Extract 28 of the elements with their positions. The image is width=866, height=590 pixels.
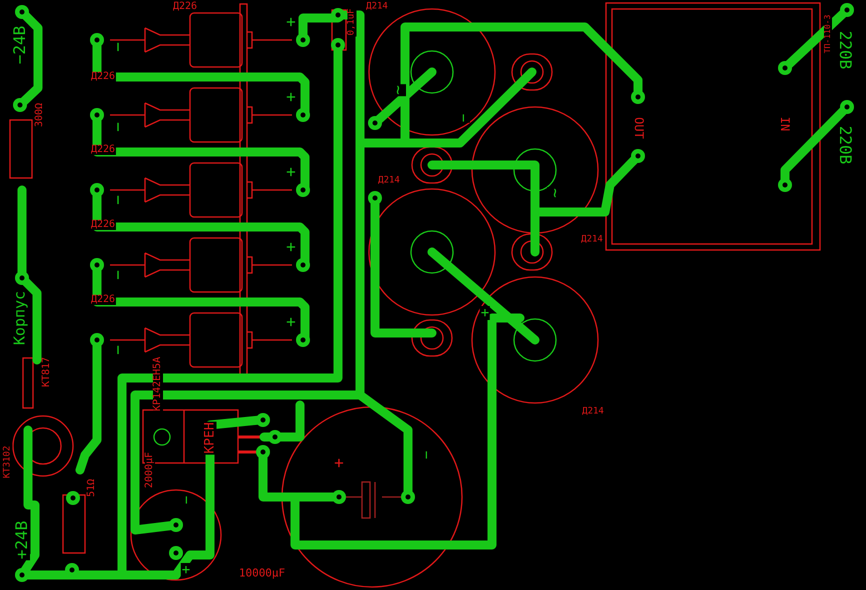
board-label: Д214 [365,2,389,12]
board-label: 220В [837,30,853,70]
board-label: + [480,306,490,320]
board-label: КТ3102 [4,444,12,480]
board-label: OUT [633,116,645,140]
board-label: IN [779,116,791,132]
board-label: Д226 [90,295,116,305]
board-label: 2000μF [145,450,155,490]
board-label: КТ817 [42,356,52,388]
board-label: −24В [12,24,28,66]
board-label: 300Ω [35,102,45,128]
board-label: КР142ЕН5А [153,356,163,412]
board-label: Д214 [581,408,605,416]
board-label: Д214 [377,176,401,186]
board-label: Д226 [90,72,116,82]
board-label: Корпус [12,290,28,346]
board-label: Д226 [172,2,198,12]
board-label: Д226 [90,220,116,230]
board-label: ТП-110-3 [824,14,832,54]
board-label: +24В [14,520,30,560]
board-label: + [180,563,192,577]
board-label: 10000μF [238,568,286,578]
board-label: Д214 [580,236,604,244]
board-label: КРЕН [204,421,216,455]
board-label: 0,1uF [348,7,356,37]
board-label: 51Ω [87,478,97,498]
board-label: Д226 [90,145,116,155]
board-label: 220В [837,124,853,166]
